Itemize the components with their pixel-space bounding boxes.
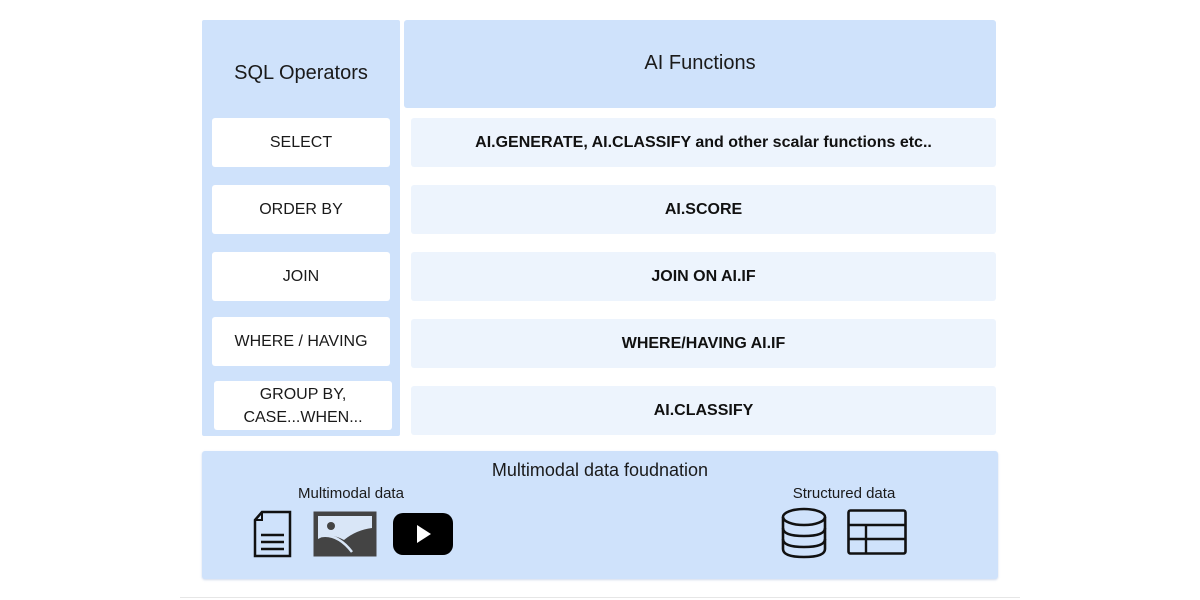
ai-function-where-having-if: WHERE/HAVING AI.IF — [411, 319, 996, 368]
ai-function-label: AI.CLASSIFY — [653, 401, 754, 419]
sql-operator-label: ORDER BY — [259, 201, 343, 218]
ai-functions-header: AI Functions — [404, 20, 996, 108]
ai-function-label: WHERE/HAVING AI.IF — [621, 334, 786, 352]
ai-function-classify: AI.CLASSIFY — [411, 386, 996, 435]
ai-function-label: AI.SCORE — [664, 200, 743, 218]
sql-operators-title: SQL Operators — [234, 61, 368, 84]
sql-operator-group-by-case-when: GROUP BY, CASE...WHEN... — [214, 381, 392, 430]
ai-function-label: AI.GENERATE, AI.CLASSIFY and other scala… — [475, 133, 932, 151]
sql-operator-where-having: WHERE / HAVING — [212, 317, 390, 366]
video-play-icon — [393, 513, 453, 555]
ai-function-join-on-if: JOIN ON AI.IF — [411, 252, 996, 301]
sql-operator-label: GROUP BY, CASE...WHEN... — [243, 385, 363, 426]
image-icon — [312, 510, 378, 558]
ai-function-score: AI.SCORE — [411, 185, 996, 234]
database-icon — [780, 507, 828, 559]
sql-operator-select: SELECT — [212, 118, 390, 167]
sql-operator-order-by: ORDER BY — [212, 185, 390, 234]
ai-function-label: JOIN ON AI.IF — [651, 267, 756, 285]
sql-operator-label: JOIN — [282, 268, 320, 285]
structured-data-label: Structured data — [792, 485, 896, 502]
table-icon — [847, 509, 907, 555]
ai-function-scalar: AI.GENERATE, AI.CLASSIFY and other scala… — [411, 118, 996, 167]
sql-operator-label: SELECT — [269, 134, 333, 151]
sql-operator-label: WHERE / HAVING — [234, 333, 368, 350]
foundation-title: Multimodal data foudnation — [491, 460, 709, 480]
document-icon — [252, 510, 292, 558]
ai-functions-title: AI Functions — [644, 52, 756, 74]
multimodal-data-label: Multimodal data — [298, 485, 404, 502]
sql-operator-join: JOIN — [212, 252, 390, 301]
bottom-divider — [180, 597, 1020, 598]
